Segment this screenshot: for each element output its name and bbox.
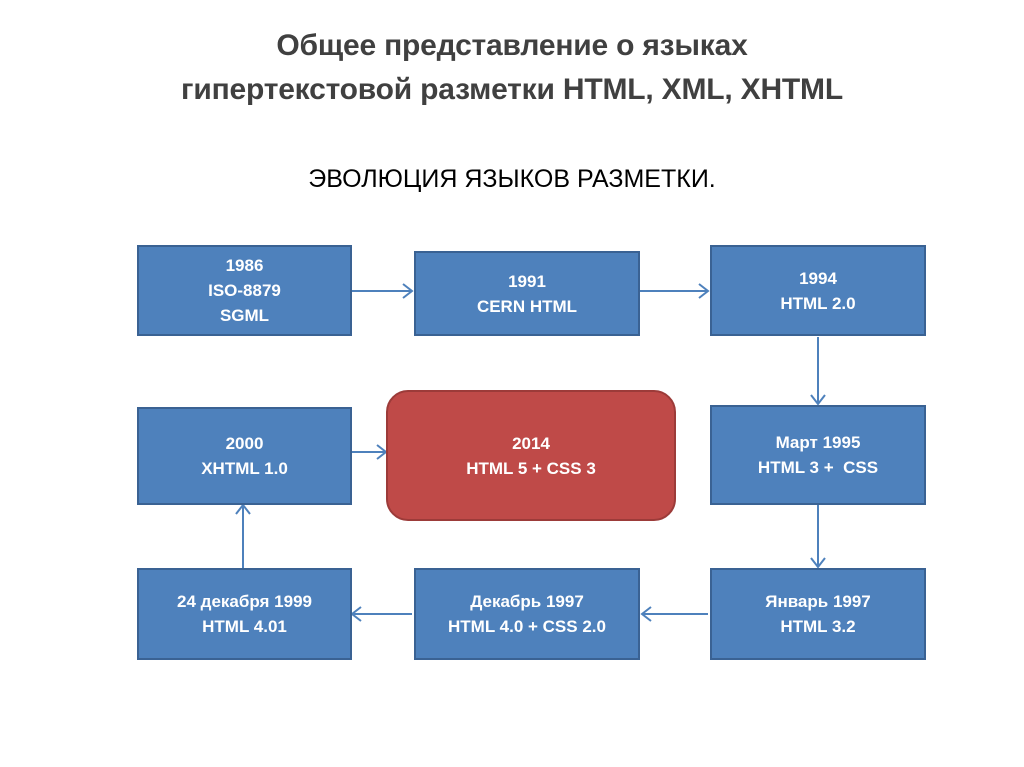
arrow-1991-to-1994 (640, 283, 710, 299)
node-line: SGML (219, 306, 270, 325)
arrow-1986-to-1991 (352, 283, 414, 299)
node-line: 2014 (512, 433, 550, 453)
subtitle: ЭВОЛЮЦИЯ ЯЗЫКОВ РАЗМЕТКИ. (308, 165, 716, 193)
node-mart-1995-html3-css[interactable]: Март 1995 HTML 3 + CSS (710, 405, 926, 505)
arrow-1997dec-to-1999 (350, 606, 412, 622)
node-line: 2000 (225, 434, 264, 453)
node-line: 1986 (225, 256, 264, 275)
node-line: 1991 (508, 271, 546, 291)
node-line: XHTML 1.0 (201, 459, 288, 478)
node-line: ISO-8879 (208, 281, 281, 300)
title-line-1: Общее представление о языках (276, 29, 748, 62)
arrow-2000-to-2014 (352, 444, 388, 460)
node-line: HTML 4.01 (202, 617, 287, 636)
node-dec-1997-html4-css2[interactable]: Декабрь 1997 HTML 4.0 + CSS 2.0 (414, 568, 640, 660)
node-line: HTML 3.2 (780, 617, 856, 636)
node-line: Декабрь 1997 (470, 592, 584, 611)
node-line: HTML 5 + CSS 3 (466, 458, 596, 478)
node-line: Январь 1997 (765, 592, 871, 611)
node-line: 24 декабря 1999 (177, 592, 312, 611)
node-1991-cern-html[interactable]: 1991 CERN HTML (414, 251, 640, 336)
node-2000-xhtml-1[interactable]: 2000 XHTML 1.0 (137, 407, 352, 505)
arrow-1997jan-to-1997dec (640, 606, 708, 622)
node-line: HTML 3 + CSS (757, 458, 879, 477)
node-1986-sgml[interactable]: 1986 ISO-8879 SGML (137, 245, 352, 336)
title-line-2: гипертекстовой разметки HTML, XML, XHTML (181, 73, 843, 106)
node-line: HTML 2.0 (780, 293, 856, 313)
arrow-1999-to-2000 (235, 503, 251, 568)
node-1994-html-2[interactable]: 1994 HTML 2.0 (710, 245, 926, 336)
node-jan-1997-html-32[interactable]: Январь 1997 HTML 3.2 (710, 568, 926, 660)
node-24-dec-1999-html-401[interactable]: 24 декабря 1999 HTML 4.01 (137, 568, 352, 660)
node-line: HTML 4.0 + CSS 2.0 (448, 617, 606, 636)
page-title: Общее представление о языках гипертексто… (62, 24, 962, 112)
node-2014-html5-css3[interactable]: 2014 HTML 5 + CSS 3 (386, 390, 676, 521)
arrow-1994-to-1995 (810, 337, 826, 406)
node-line: Март 1995 (775, 433, 861, 452)
arrow-1995-to-1997jan (810, 505, 826, 569)
node-line: CERN HTML (476, 296, 578, 316)
node-line: 1994 (799, 268, 837, 288)
